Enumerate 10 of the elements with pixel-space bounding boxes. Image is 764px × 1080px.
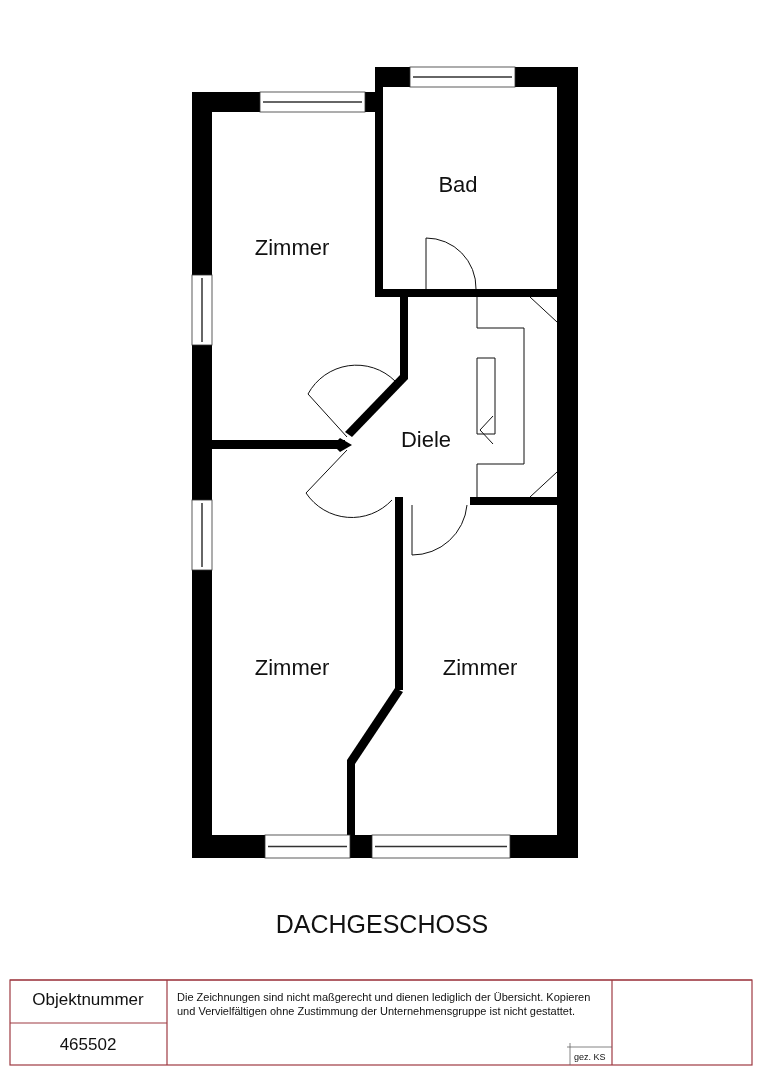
field-label: Objektnummer xyxy=(32,990,144,1010)
disclaimer-text: Die Zeichnungen sind nicht maßgerecht und dienen lediglich der Übersicht. Kopieren und Vervielfältigen ohne Zustimmung der Unternehmensgruppe ist nicht gestattet. xyxy=(177,990,592,1019)
room-label: Zimmer xyxy=(254,655,330,681)
drawn-by-label: gez. KS xyxy=(574,1052,606,1062)
floor-title: DACHGESCHOSS xyxy=(274,910,490,939)
room-label: Diele xyxy=(400,427,452,453)
room-label: Zimmer xyxy=(254,235,330,261)
room-label: Bad xyxy=(438,172,478,198)
object-number: 465502 xyxy=(59,1035,117,1055)
room-label: Zimmer xyxy=(442,655,518,681)
